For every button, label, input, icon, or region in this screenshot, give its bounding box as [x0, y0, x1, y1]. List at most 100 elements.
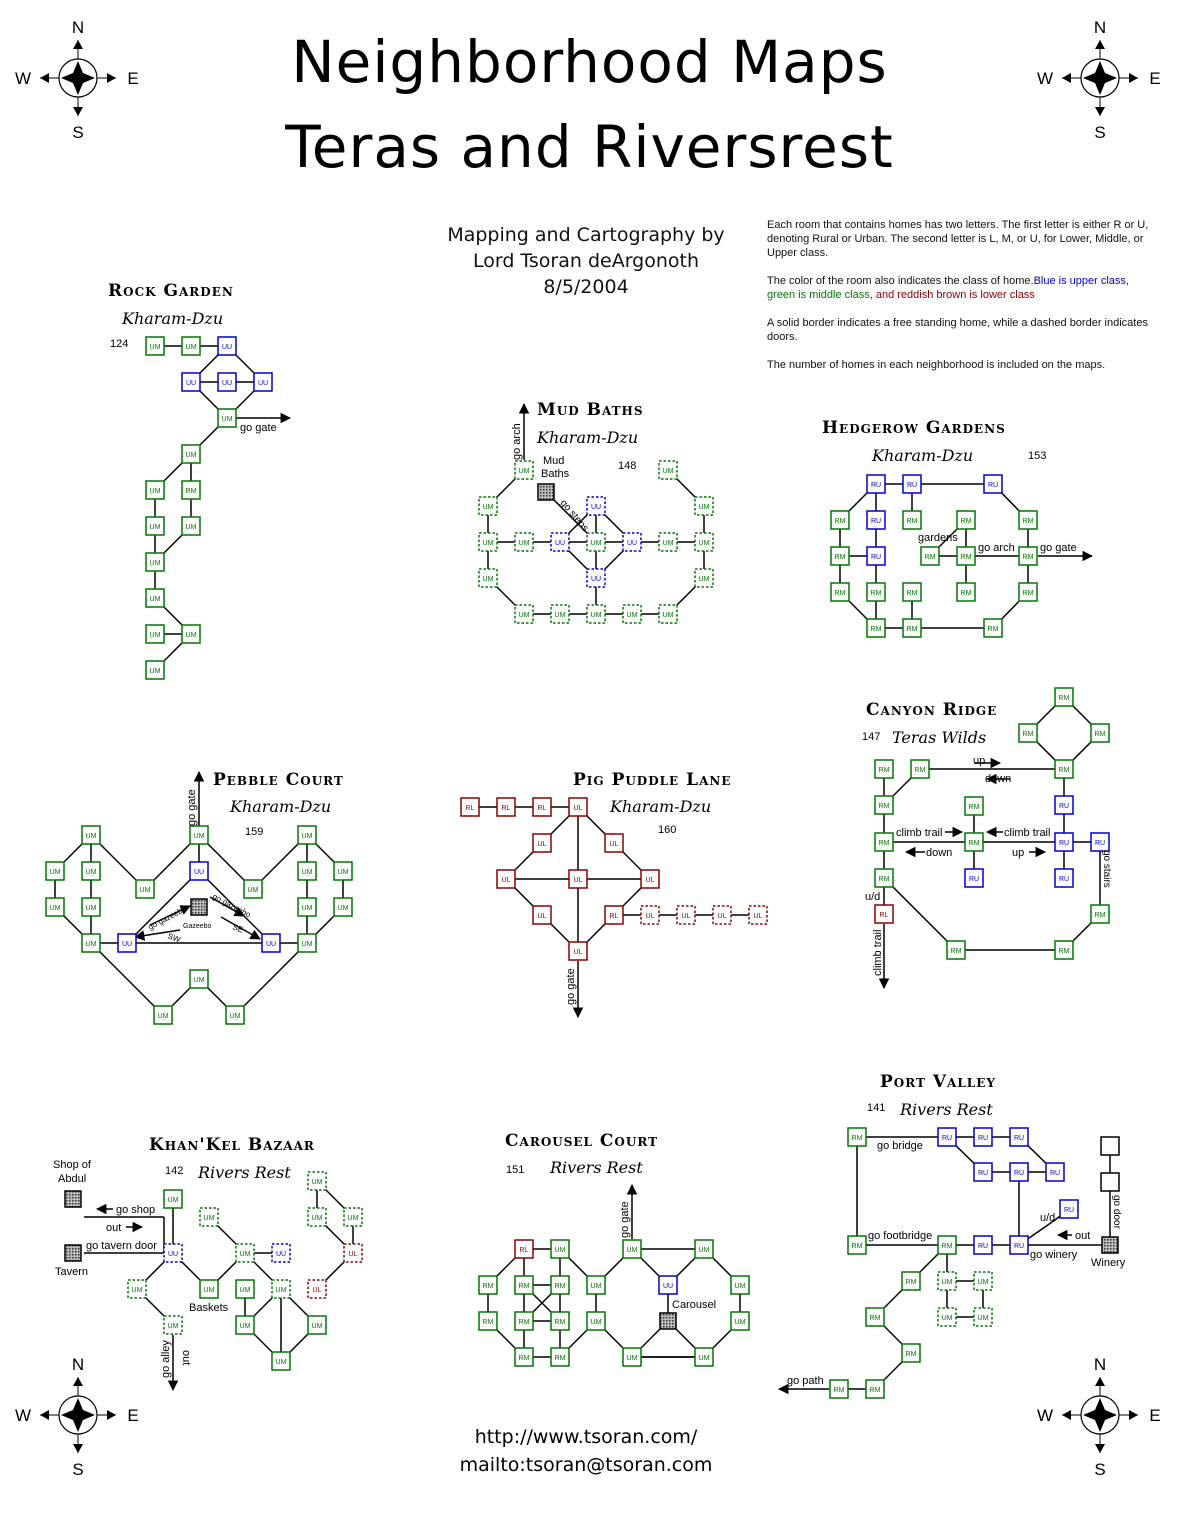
- room-rm[interactable]: RM: [830, 582, 850, 602]
- room-um[interactable]: UM: [235, 1315, 255, 1335]
- room-rm[interactable]: RM: [829, 1379, 849, 1399]
- room-um[interactable]: UM: [973, 1307, 993, 1327]
- room-um[interactable]: UM: [514, 532, 534, 552]
- room-um[interactable]: UM: [297, 861, 317, 881]
- room-rm[interactable]: RM: [1018, 723, 1038, 743]
- building[interactable]: [1100, 1136, 1120, 1156]
- room-ul[interactable]: UL: [640, 905, 660, 925]
- room-um[interactable]: UM: [343, 1207, 363, 1227]
- room-rm[interactable]: RM: [910, 759, 930, 779]
- room-rl[interactable]: RL: [604, 905, 624, 925]
- room-rm[interactable]: RM: [1054, 940, 1074, 960]
- shop-of-abdul[interactable]: [64, 1190, 82, 1208]
- room-uu[interactable]: UU: [189, 861, 209, 881]
- room-um[interactable]: UM: [622, 604, 642, 624]
- room-rm[interactable]: RM: [937, 1235, 957, 1255]
- room-ru[interactable]: RU: [1009, 1235, 1029, 1255]
- room-uu[interactable]: UU: [586, 568, 606, 588]
- room-um[interactable]: UM: [81, 825, 101, 845]
- room-rm[interactable]: RM: [956, 510, 976, 530]
- room-uu[interactable]: UU: [163, 1243, 183, 1263]
- room-rm[interactable]: RM: [1090, 723, 1110, 743]
- room-um[interactable]: UM: [163, 1189, 183, 1209]
- room-rm[interactable]: RM: [1018, 510, 1038, 530]
- room-um[interactable]: UM: [297, 897, 317, 917]
- room-um[interactable]: UM: [181, 444, 201, 464]
- room-rl[interactable]: RL: [874, 904, 894, 924]
- room-ul[interactable]: UL: [568, 797, 588, 817]
- room-ru[interactable]: RU: [1054, 832, 1074, 852]
- room-ru[interactable]: RU: [866, 474, 886, 494]
- room-um[interactable]: UM: [550, 604, 570, 624]
- room-rm[interactable]: RM: [181, 480, 201, 500]
- room-rm[interactable]: RM: [847, 1127, 867, 1147]
- room-uu[interactable]: UU: [253, 372, 273, 392]
- room-uu[interactable]: UU: [261, 933, 281, 953]
- room-rm[interactable]: RM: [901, 1271, 921, 1291]
- room-um[interactable]: UM: [514, 604, 534, 624]
- room-rm[interactable]: RM: [902, 510, 922, 530]
- room-rm[interactable]: RM: [874, 868, 894, 888]
- room-rm[interactable]: RM: [874, 759, 894, 779]
- room-rm[interactable]: RM: [514, 1347, 534, 1367]
- room-rm[interactable]: RM: [902, 618, 922, 638]
- room-um[interactable]: UM: [235, 1243, 255, 1263]
- room-ru[interactable]: RU: [1059, 1199, 1079, 1219]
- room-um[interactable]: UM: [181, 624, 201, 644]
- room-uu[interactable]: UU: [217, 372, 237, 392]
- room-um[interactable]: UM: [586, 604, 606, 624]
- room-rm[interactable]: RM: [956, 582, 976, 602]
- room-um[interactable]: UM: [586, 532, 606, 552]
- room-rm[interactable]: RM: [514, 1275, 534, 1295]
- room-ul[interactable]: UL: [604, 833, 624, 853]
- room-um[interactable]: UM: [973, 1271, 993, 1291]
- room-rl[interactable]: RL: [514, 1239, 534, 1259]
- room-rm[interactable]: RM: [1018, 582, 1038, 602]
- room-um[interactable]: UM: [271, 1279, 291, 1299]
- room-ru[interactable]: RU: [866, 546, 886, 566]
- room-um[interactable]: UM: [271, 1351, 291, 1371]
- room-ul[interactable]: UL: [307, 1279, 327, 1299]
- room-um[interactable]: UM: [235, 1279, 255, 1299]
- room-uu[interactable]: UU: [117, 933, 137, 953]
- room-um[interactable]: UM: [694, 1239, 714, 1259]
- room-rm[interactable]: RM: [964, 796, 984, 816]
- room-ul[interactable]: UL: [568, 869, 588, 889]
- room-um[interactable]: UM: [333, 897, 353, 917]
- room-um[interactable]: UM: [199, 1279, 219, 1299]
- room-rm[interactable]: RM: [1054, 687, 1074, 707]
- room-rm[interactable]: RM: [550, 1347, 570, 1367]
- tavern[interactable]: [64, 1244, 82, 1262]
- room-uu[interactable]: UU: [217, 336, 237, 356]
- room-um[interactable]: UM: [145, 336, 165, 356]
- room-rm[interactable]: RM: [830, 546, 850, 566]
- mud-baths-room[interactable]: [537, 483, 555, 501]
- room-ru[interactable]: RU: [866, 510, 886, 530]
- room-ul[interactable]: UL: [496, 869, 516, 889]
- room-uu[interactable]: UU: [550, 532, 570, 552]
- room-um[interactable]: UM: [145, 552, 165, 572]
- room-rm[interactable]: RM: [983, 618, 1003, 638]
- room-rm[interactable]: RM: [865, 1307, 885, 1327]
- room-um[interactable]: UM: [658, 532, 678, 552]
- room-rm[interactable]: RM: [901, 1343, 921, 1363]
- room-um[interactable]: UM: [217, 408, 237, 428]
- building[interactable]: [1100, 1172, 1120, 1192]
- room-um[interactable]: UM: [145, 624, 165, 644]
- room-ul[interactable]: UL: [343, 1243, 363, 1263]
- room-um[interactable]: UM: [622, 1239, 642, 1259]
- room-um[interactable]: UM: [145, 588, 165, 608]
- room-ru[interactable]: RU: [973, 1162, 993, 1182]
- winery-room[interactable]: [1101, 1236, 1119, 1254]
- room-rm[interactable]: RM: [874, 795, 894, 815]
- room-ul[interactable]: UL: [748, 905, 768, 925]
- carousel-room[interactable]: [659, 1312, 677, 1330]
- room-uu[interactable]: UU: [658, 1275, 678, 1295]
- room-um[interactable]: UM: [199, 1207, 219, 1227]
- room-ru[interactable]: RU: [1090, 832, 1110, 852]
- room-rl[interactable]: RL: [496, 797, 516, 817]
- room-um[interactable]: UM: [478, 496, 498, 516]
- room-ru[interactable]: RU: [1009, 1162, 1029, 1182]
- room-rm[interactable]: RM: [946, 940, 966, 960]
- room-um[interactable]: UM: [730, 1311, 750, 1331]
